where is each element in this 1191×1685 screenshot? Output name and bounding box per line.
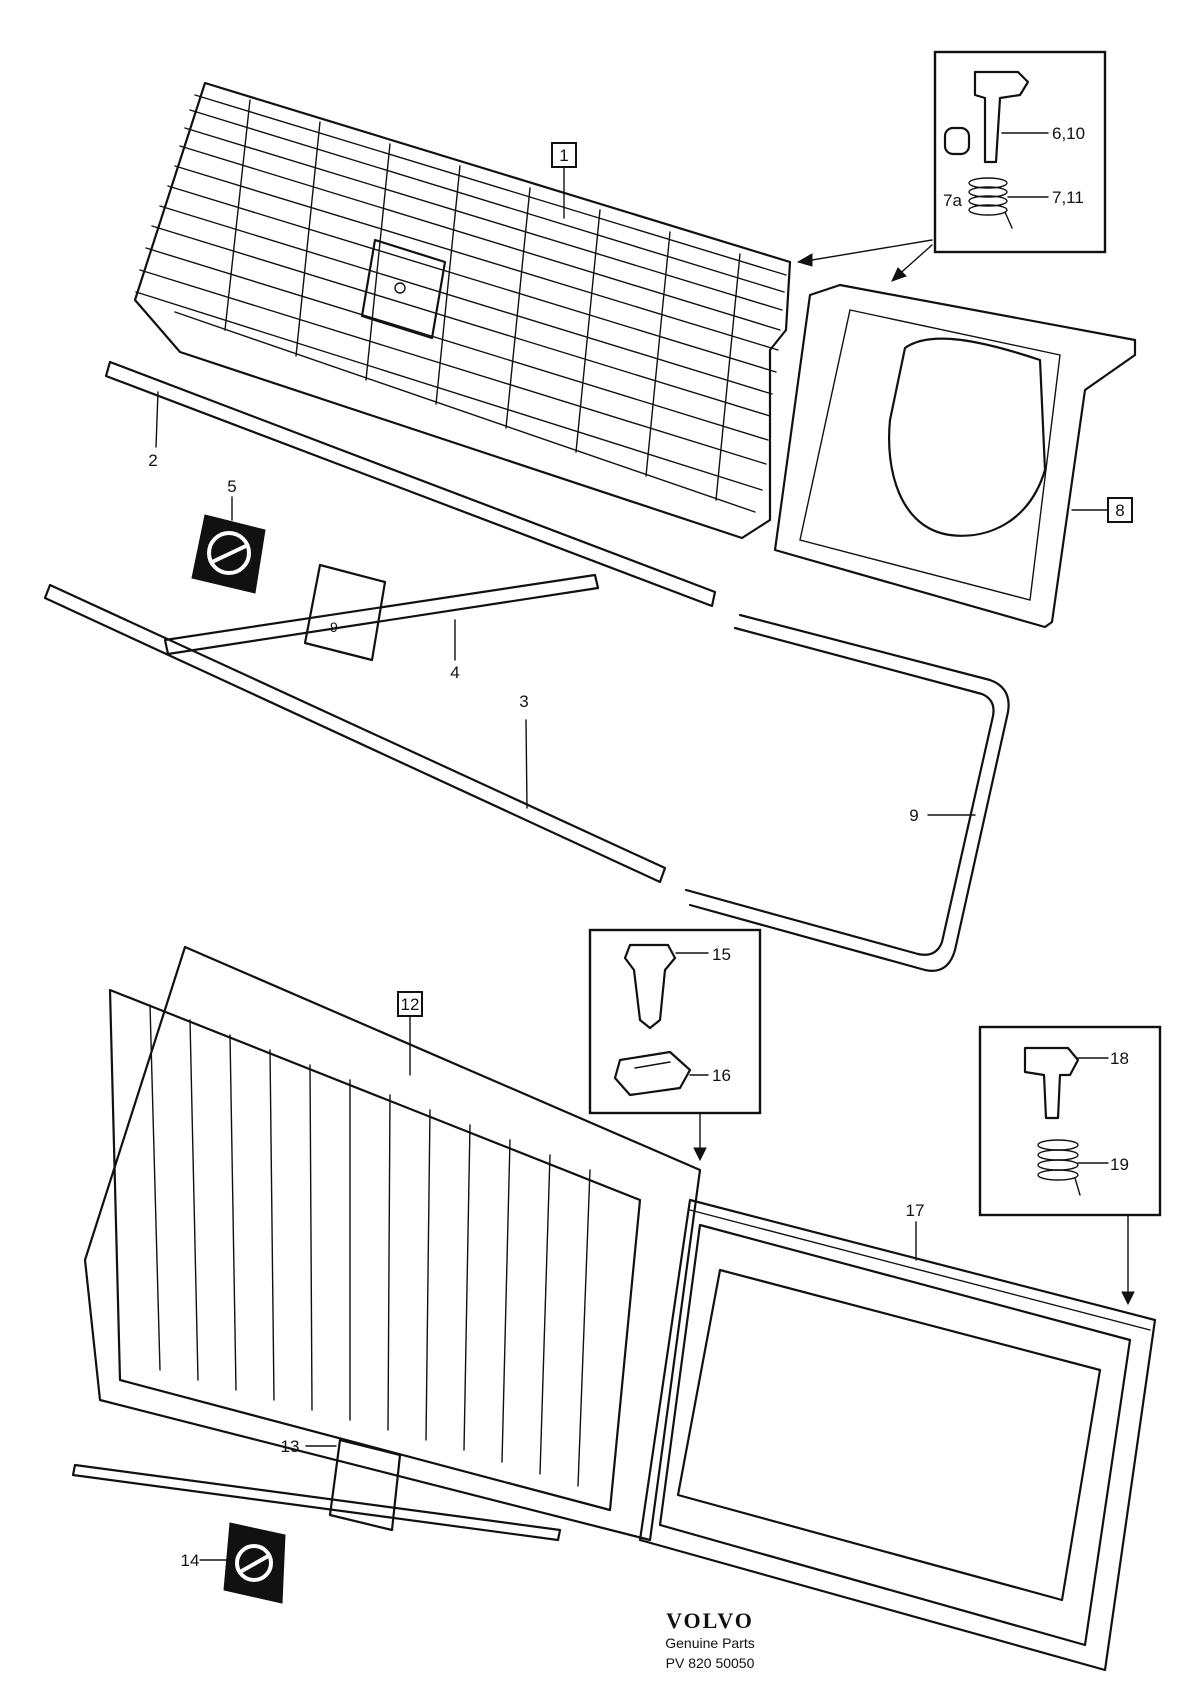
spring-icon	[968, 177, 1013, 229]
volvo-badge-icon	[191, 514, 266, 594]
clip-icon	[1023, 1046, 1080, 1120]
callout-16: 16	[712, 1066, 731, 1085]
trim-frame	[684, 613, 1010, 972]
callout-4: 4	[450, 663, 459, 682]
volvo-badge-icon	[223, 1522, 286, 1604]
footer: VOLVO Genuine Parts PV 820 50050	[665, 1608, 755, 1671]
inset-lower	[978, 1025, 1162, 1217]
callout-19: 19	[1110, 1155, 1129, 1174]
callout-2: 2	[148, 451, 157, 470]
callout-12: 12	[401, 995, 420, 1014]
clip-icon	[973, 70, 1030, 164]
callout-5: 5	[227, 477, 236, 496]
bushing-icon	[943, 126, 971, 156]
emblem-bar: 9	[163, 563, 600, 662]
spring-icon	[1037, 1139, 1081, 1196]
upper-grille	[133, 81, 792, 540]
clip-icon	[623, 943, 677, 1030]
brand-logo: VOLVO	[666, 1608, 754, 1633]
callout-15: 15	[712, 945, 731, 964]
callout-13: 13	[281, 1437, 300, 1456]
callout-1: 1	[559, 146, 568, 165]
brand-tagline: Genuine Parts	[665, 1635, 755, 1651]
callout-7a: 7a	[943, 191, 962, 210]
callout-3: 3	[519, 692, 528, 711]
lower-headlamp-frame	[638, 1198, 1157, 1672]
trim-strip-lower	[43, 583, 667, 884]
callout-17: 17	[906, 1201, 925, 1220]
callout-14: 14	[181, 1551, 200, 1570]
svg-text:9: 9	[330, 619, 338, 635]
lower-grille	[83, 945, 702, 1542]
emblem-lower	[71, 1438, 562, 1542]
callout-18: 18	[1110, 1049, 1129, 1068]
callout-7-11: 7,11	[1052, 188, 1084, 207]
inset-middle	[588, 928, 762, 1115]
inset-upper	[933, 50, 1107, 254]
clip-icon	[613, 1050, 692, 1097]
part-code: PV 820 50050	[666, 1655, 755, 1671]
trim-strip-upper	[104, 360, 717, 608]
callout-9: 9	[909, 806, 918, 825]
callout-8: 8	[1115, 501, 1124, 520]
headlamp-frame	[773, 283, 1137, 629]
callout-6-10: 6,10	[1052, 124, 1085, 143]
